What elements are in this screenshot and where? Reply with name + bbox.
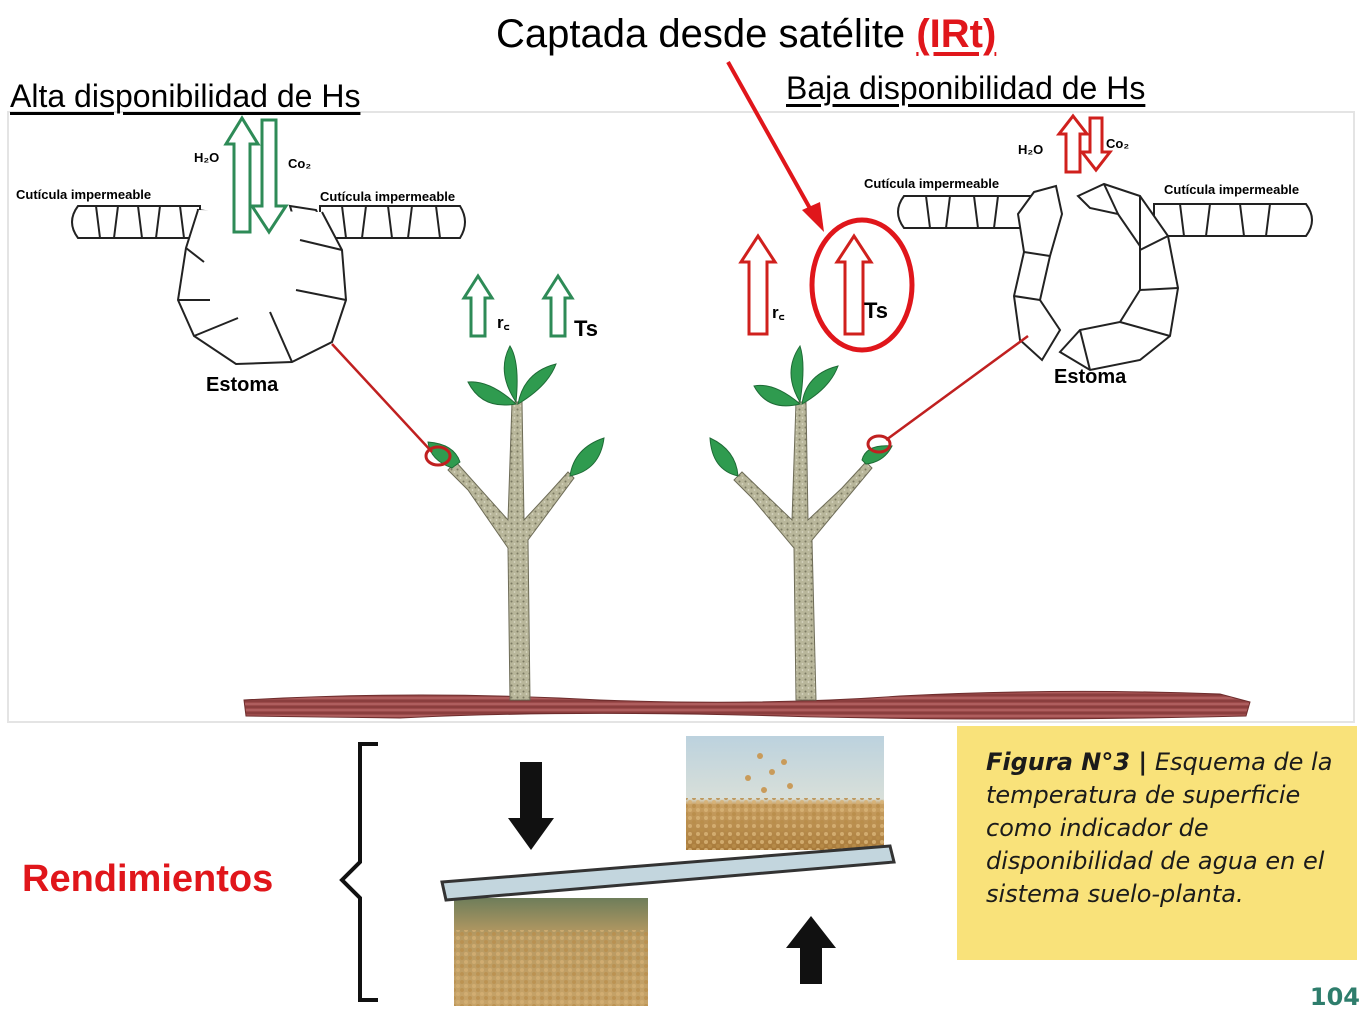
left-h2o-label: H₂O [194, 150, 220, 165]
figure-caption: Figura N°3 | Esquema de la temperatura d… [957, 726, 1357, 960]
irt-tag: (IRt) [916, 12, 997, 56]
right-cuticle-label-b: Cutícula impermeable [1164, 182, 1300, 197]
grain-photo-bottom [454, 898, 648, 1006]
scene-panel [7, 111, 1355, 723]
page-number: 104 [1309, 983, 1360, 1011]
left-stoma-leaf-connector [331, 343, 433, 453]
ts-highlight-ellipse [809, 217, 915, 353]
figure-caption-text: Esquema de la temperatura de superficie … [986, 748, 1333, 908]
right-cuticle-label-a: Cutícula impermeable [864, 176, 1000, 191]
yield-label: Rendimientos [22, 858, 274, 900]
right-title: Baja disponibilidad de Hs [786, 70, 1146, 106]
right-plant-arrows [738, 233, 874, 336]
satellite-text: Captada desde satélite [496, 12, 906, 56]
left-ts-label: Ts [574, 316, 599, 341]
right-ts-arrow [834, 233, 874, 336]
right-rc-label: r꜀ [772, 303, 785, 322]
right-gas-arrows [1055, 113, 1114, 174]
right-co2-label: Co₂ [1106, 136, 1130, 151]
left-co2-label: Co₂ [288, 156, 312, 171]
right-stoma-label: Estoma [1054, 366, 1127, 388]
right-ts-label: Ts [864, 298, 889, 323]
left-rc-arrow [461, 273, 495, 338]
yield-brace [339, 742, 378, 1002]
soil-strip [243, 690, 1251, 720]
right-co2-down-arrow [1078, 116, 1114, 173]
yield-down-arrow [508, 762, 554, 850]
left-cuticle-label-b: Cutícula impermeable [320, 189, 456, 204]
left-rc-label: r꜀ [497, 313, 510, 332]
right-stoma-diagram [897, 182, 1313, 372]
left-plant-arrows [461, 273, 575, 338]
right-plant [709, 344, 893, 701]
left-co2-down-arrow [249, 118, 289, 235]
left-plant [424, 345, 605, 701]
left-title: Alta disponibilidad de Hs [10, 78, 361, 114]
yield-up-arrow [786, 916, 836, 984]
right-rc-arrow [738, 233, 778, 336]
right-stoma-leaf-connector [885, 334, 1029, 442]
left-cuticle-label-a: Cutícula impermeable [16, 187, 152, 202]
left-stoma-diagram [71, 204, 466, 366]
grain-photo-top [686, 736, 884, 850]
right-h2o-label: H₂O [1018, 142, 1044, 157]
left-ts-arrow [541, 273, 575, 338]
left-gas-arrows [223, 115, 289, 235]
right-h2o-up-arrow [1055, 113, 1091, 174]
satellite-pointer-arrow [726, 61, 824, 232]
satellite-caption: Captada desde satélite (IRt) [496, 12, 996, 57]
left-stoma-label: Estoma [206, 374, 279, 396]
left-h2o-up-arrow [223, 115, 261, 234]
figure-number: Figura N°3 | [986, 748, 1148, 776]
balance-beam [440, 844, 896, 902]
